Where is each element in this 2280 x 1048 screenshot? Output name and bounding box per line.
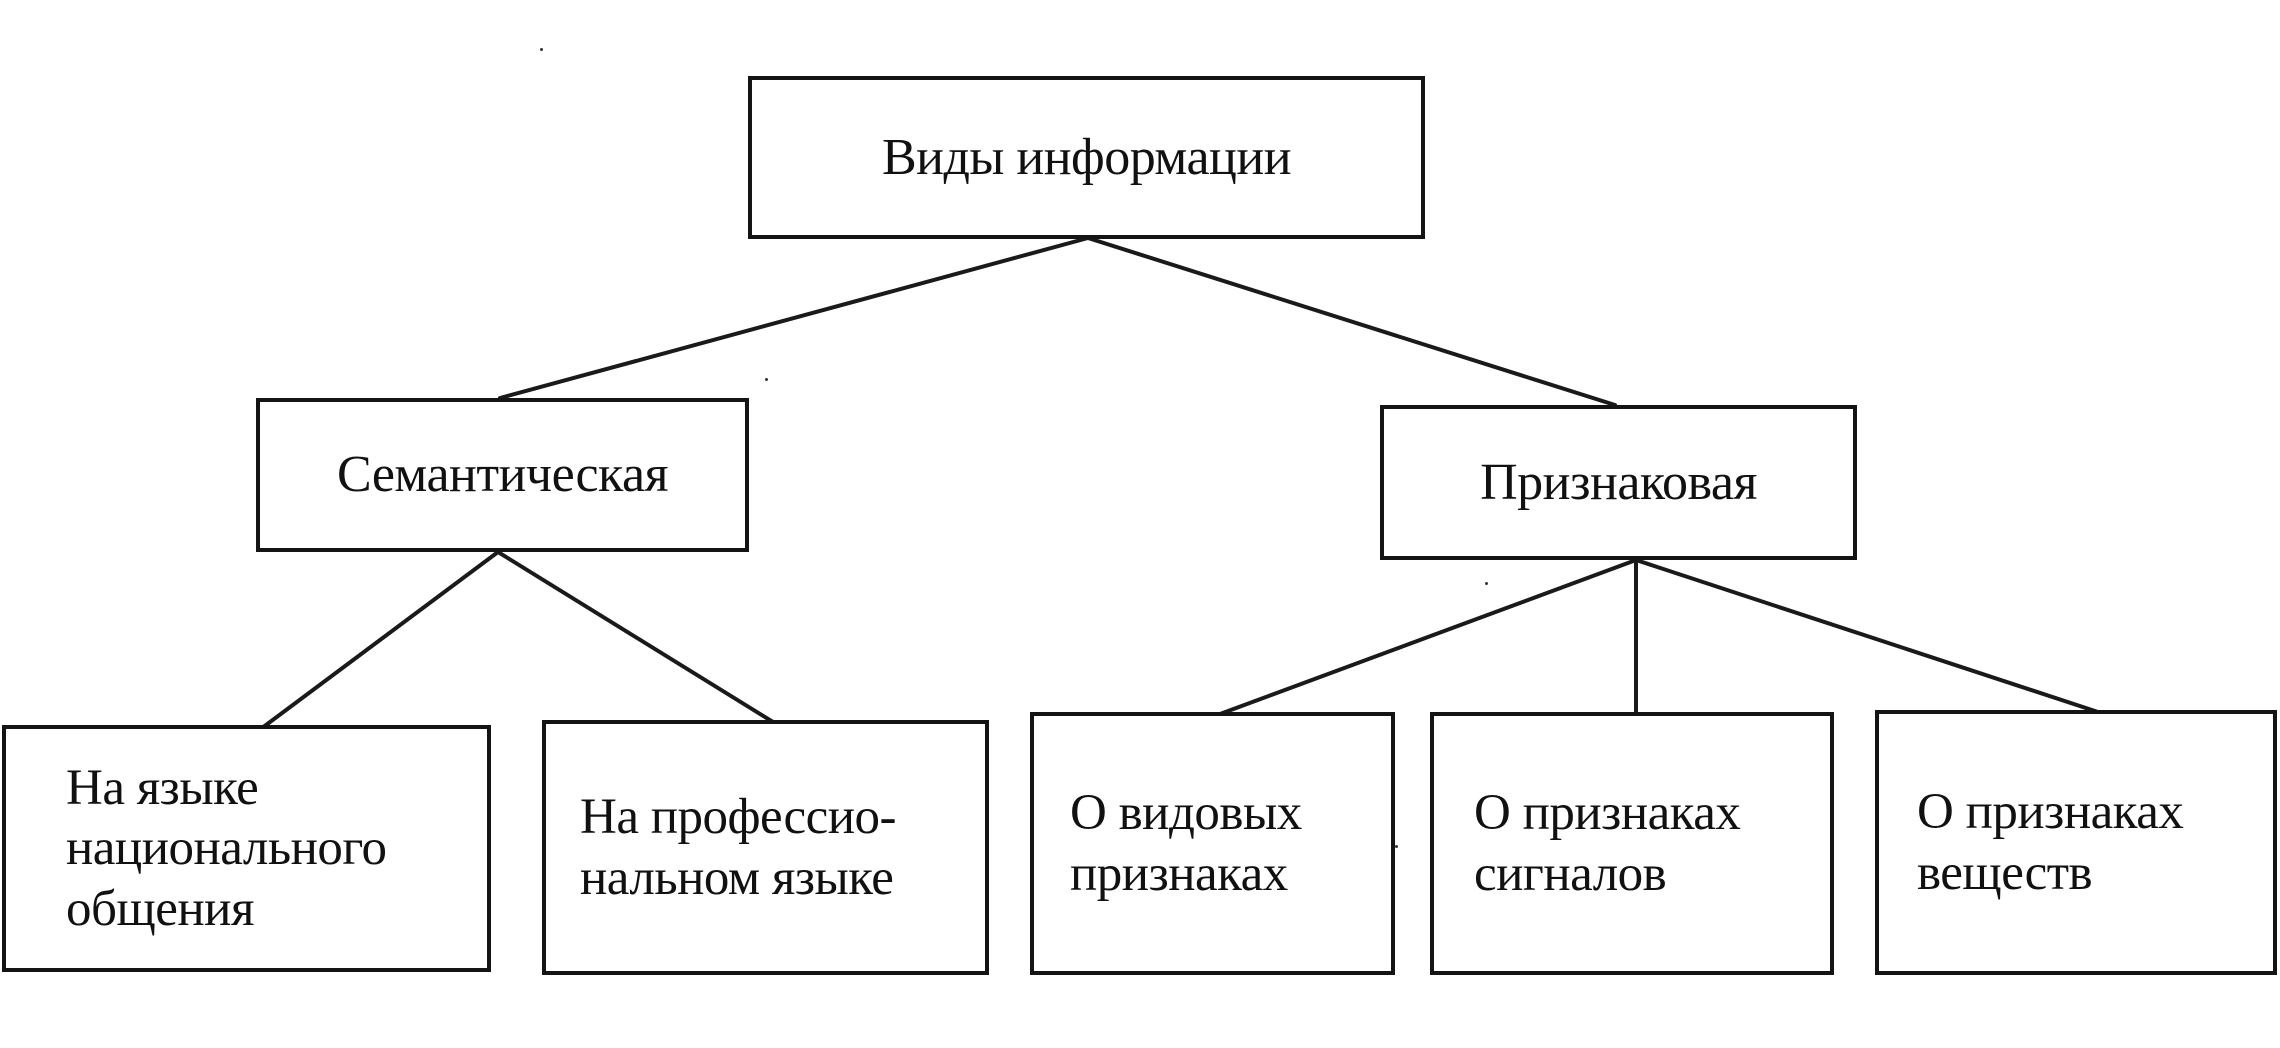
leaf-professional-language-label: На професcио- нальном языке: [580, 789, 897, 906]
scan-speck: [1485, 582, 1488, 585]
leaf-signal-features: О признаках сигналов: [1430, 712, 1834, 975]
leaf-substance-features-label: О признаках веществ: [1917, 784, 2184, 901]
connector-sign-substances: [1634, 558, 2100, 714]
scan-speck: [765, 378, 768, 381]
connector-root-sign: [1086, 236, 1617, 407]
leaf-national-language-label: На языке национального общения: [66, 760, 387, 937]
root-node-label: Виды информации: [881, 128, 1292, 186]
sign-node-label: Признаковая: [1480, 453, 1757, 511]
connector-root-semantic: [498, 236, 1090, 400]
root-node: Виды информации: [748, 76, 1425, 239]
leaf-species-features-label: О видовых признаках: [1070, 785, 1302, 902]
connector-sign-species: [1218, 558, 1638, 716]
leaf-species-features: О видовых признаках: [1030, 712, 1395, 975]
semantic-node: Семантическая: [256, 398, 749, 552]
connector-semantic-national: [260, 550, 500, 730]
leaf-national-language: На языке национального общения: [2, 725, 491, 972]
sign-node: Признаковая: [1380, 405, 1857, 560]
scan-speck: [1395, 845, 1398, 848]
scan-speck: [540, 48, 543, 51]
leaf-signal-features-label: О признаках сигналов: [1474, 785, 1741, 902]
leaf-professional-language: На професcио- нальном языке: [542, 720, 989, 975]
semantic-node-label: Семантическая: [337, 446, 669, 504]
connector-semantic-professional: [496, 550, 775, 724]
leaf-substance-features: О признаках веществ: [1875, 710, 2277, 975]
